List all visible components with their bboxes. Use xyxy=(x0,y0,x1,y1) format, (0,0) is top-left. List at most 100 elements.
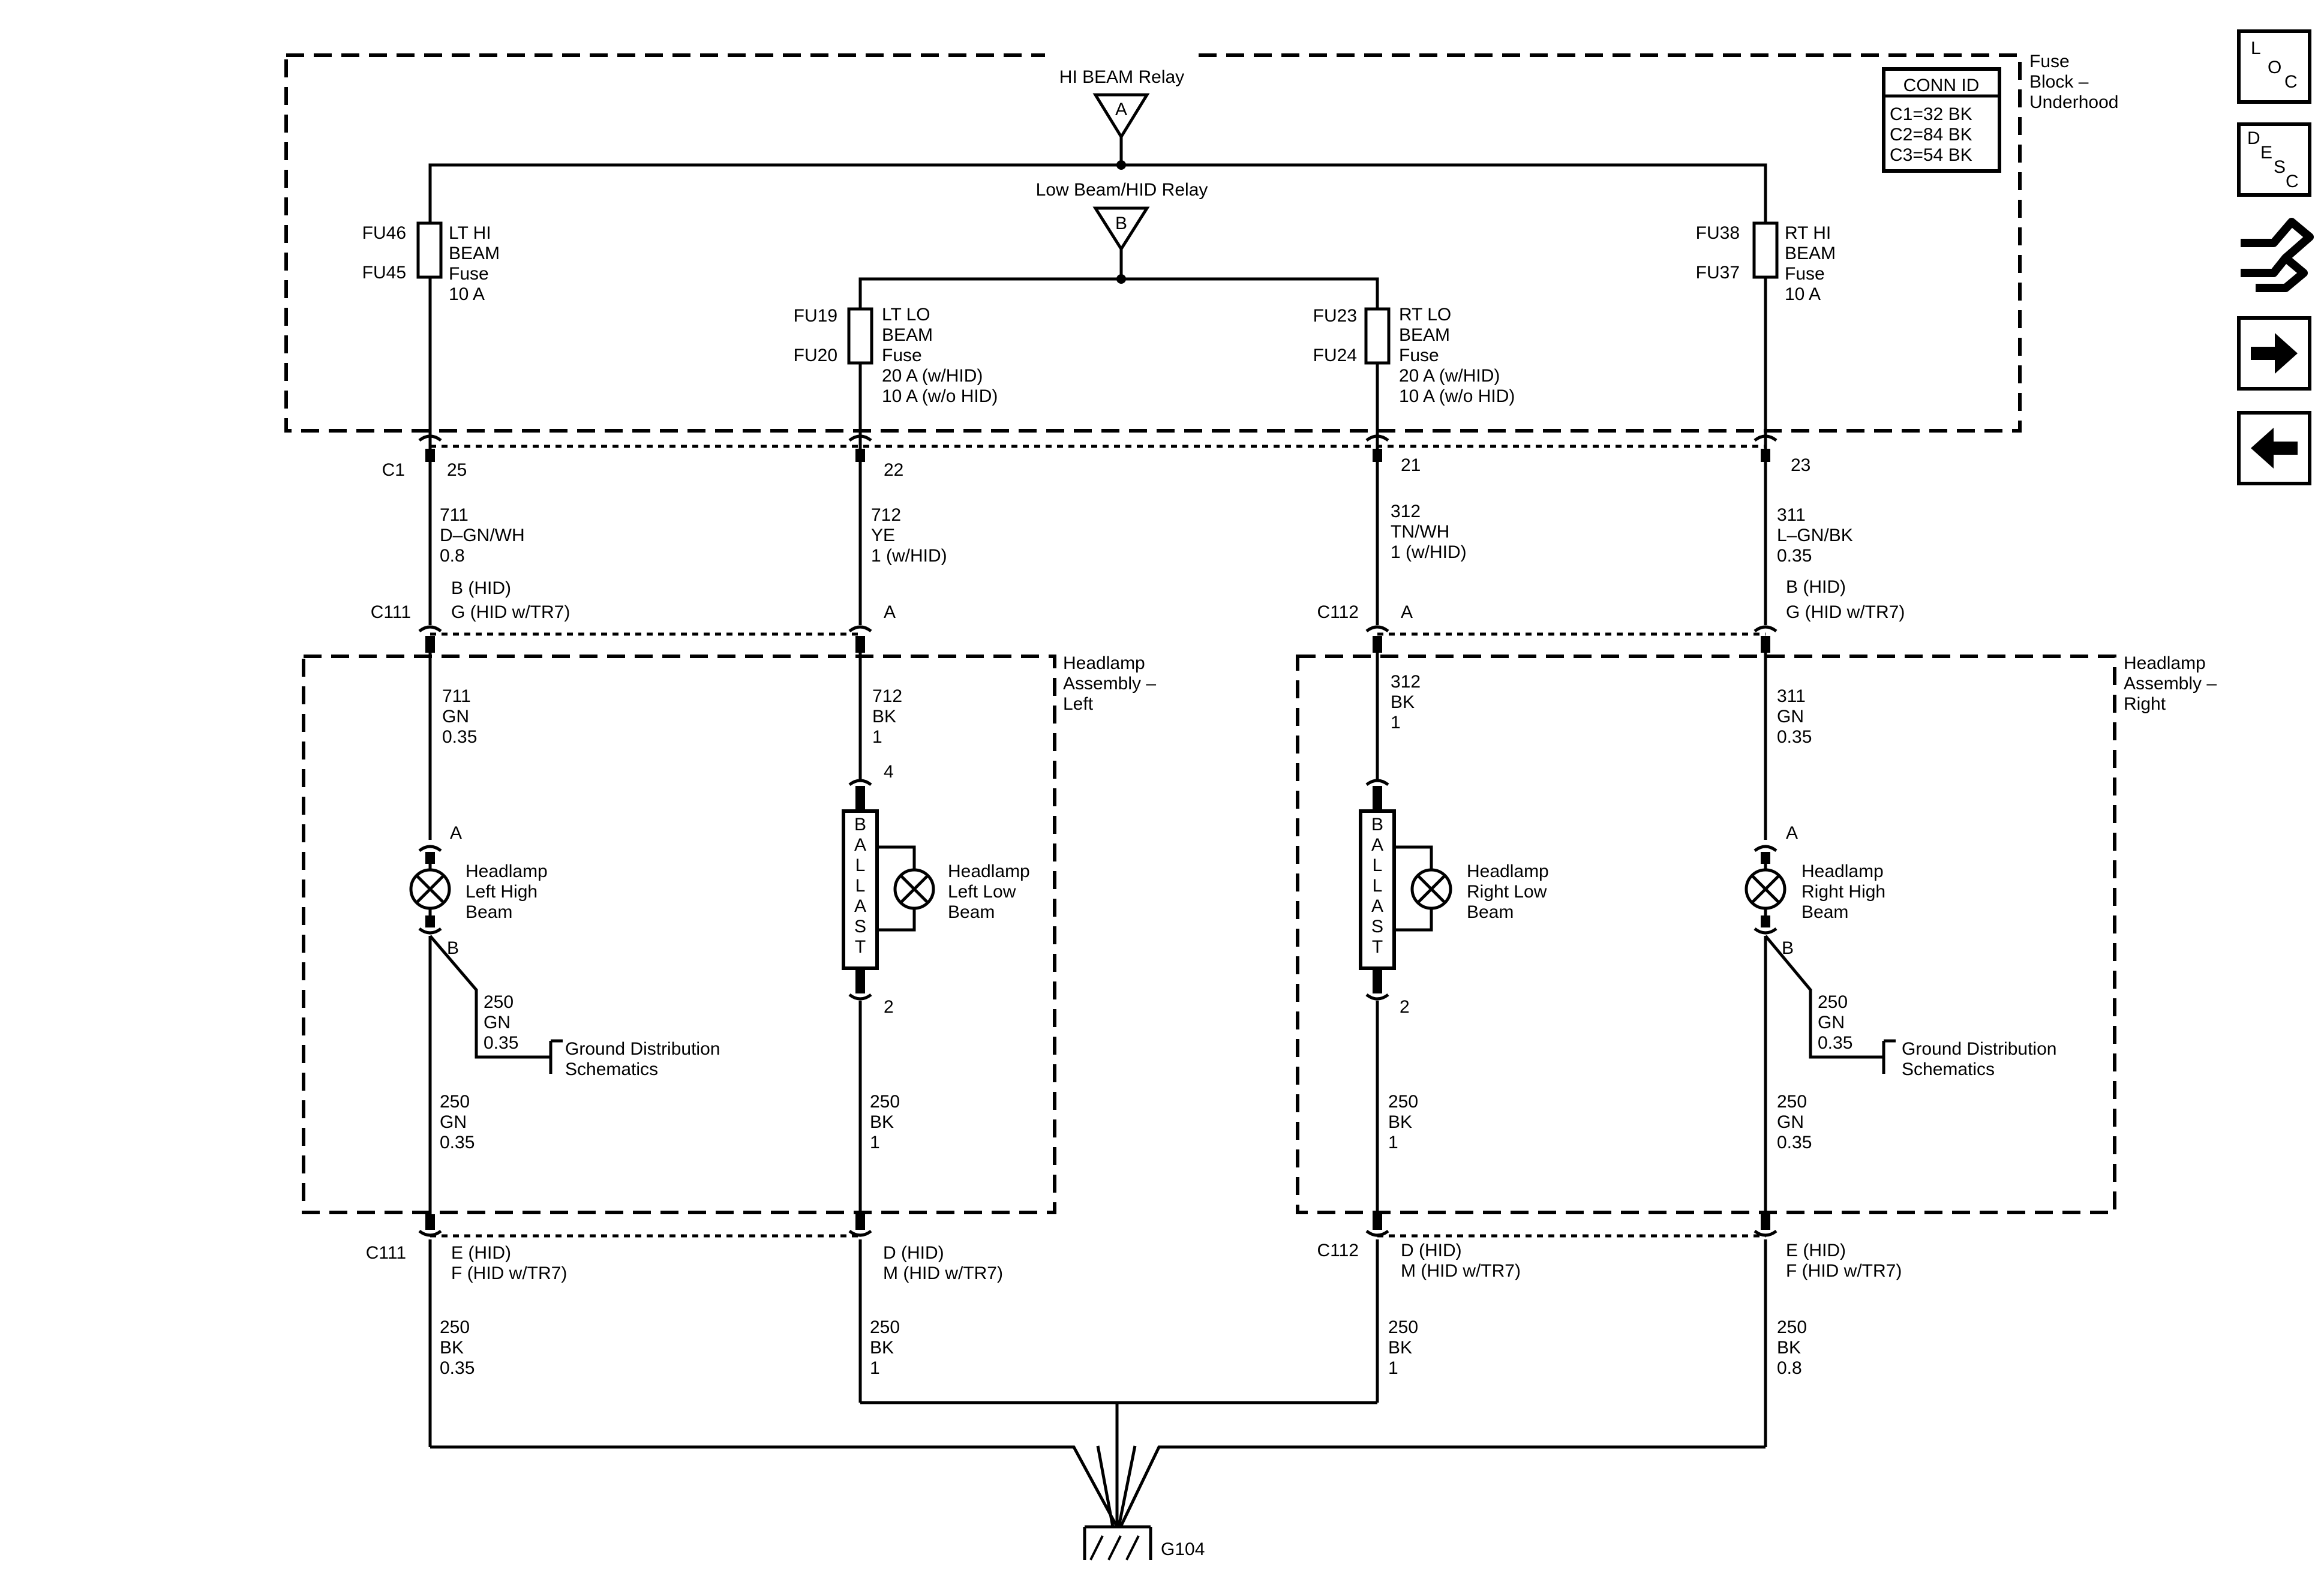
ground-right-target-1: Ground Distribution xyxy=(1902,1039,2056,1059)
wire-gnd-rt-hi-circuit: 250 xyxy=(1777,1317,1807,1337)
fuse-rt-hi: FU38 FU37 RT HI BEAM Fuse 10 A xyxy=(1696,221,1836,304)
fuse-rt-hi-bottom-id: FU37 xyxy=(1696,263,1740,283)
c112-top-pin-rt-hi-1: B (HID) xyxy=(1786,577,1846,597)
hi-beam-relay: HI BEAM Relay A xyxy=(1059,67,1184,170)
connector-c111-top-name: C111 xyxy=(371,602,411,622)
ground-branch-right: 250 GN 0.35 Ground Distribution Schemati… xyxy=(1764,935,2056,1079)
lamp-left-low-name-3: Beam xyxy=(948,902,995,922)
c111-top-pin-lt-hi-2: G (HID w/TR7) xyxy=(451,602,570,622)
assembly-right-label-3: Right xyxy=(2124,694,2166,714)
wire-labels-ground: 250 BK 0.35 250 BK 1 250 BK 1 250 BK 0.8 xyxy=(440,1317,1807,1378)
ground-right-wire-color: GN xyxy=(1818,1013,1845,1032)
ground-left-wire-circuit: 250 xyxy=(484,992,514,1012)
wire-gnd-rt-lo-circuit: 250 xyxy=(1388,1317,1418,1337)
fuse-lt-lo-line-3: Fuse xyxy=(882,346,922,365)
desc-button[interactable]: D E S C xyxy=(2237,122,2311,197)
desc-letter-s: S xyxy=(2274,157,2286,177)
wire-c1-lt-hi-size: 0.8 xyxy=(440,546,465,566)
connector-button[interactable] xyxy=(2241,218,2314,292)
wire-c1-lt-lo-size: 1 (w/HID) xyxy=(871,546,947,566)
ballast-right-letter-2: A xyxy=(1371,835,1383,855)
ground-left-wire-size: 0.35 xyxy=(484,1033,518,1053)
c112-bot-pin-rt-lo-2: M (HID w/TR7) xyxy=(1401,1261,1521,1281)
wire-gnd-lt-hi-size: 0.35 xyxy=(440,1358,475,1378)
lamp-left-high-name-1: Headlamp xyxy=(466,861,548,881)
ballast-left-letter-7: T xyxy=(855,937,866,957)
ballast-left-letter-5: A xyxy=(854,896,866,916)
lamp-left-high-pin-a: A xyxy=(450,823,462,843)
wire-in-lt-lo-circuit: 712 xyxy=(872,686,902,706)
connector-c112-bottom-name: C112 xyxy=(1317,1241,1359,1260)
ground-right-wire-size: 0.35 xyxy=(1818,1033,1852,1053)
ballast-left-letter-1: B xyxy=(854,815,866,834)
lamp-left-high-name-3: Beam xyxy=(466,902,512,922)
headlamp-assembly-left: Headlamp Assembly – Left xyxy=(302,653,1156,1214)
low-beam-relay: Low Beam/HID Relay B xyxy=(1036,180,1208,284)
wire-c1-rt-hi-circuit: 311 xyxy=(1777,505,1806,525)
wire-bot-lt-hi-circuit: 250 xyxy=(440,1092,470,1112)
wire-bot-lt-hi-color: GN xyxy=(440,1112,467,1132)
assembly-right-label-2: Assembly – xyxy=(2124,674,2217,694)
arrow-right-icon xyxy=(2251,333,2298,374)
wire-c1-lt-lo-color: YE xyxy=(871,526,895,545)
hi-beam-relay-pin: A xyxy=(1115,100,1127,119)
fuse-rt-hi-line-2: BEAM xyxy=(1785,244,1836,263)
fuse-lt-hi-line-3: Fuse xyxy=(449,264,489,284)
loc-letter-o: O xyxy=(2268,58,2281,77)
assembly-right-label-1: Headlamp xyxy=(2124,653,2206,673)
lamp-left-low-name-1: Headlamp xyxy=(948,861,1030,881)
wire-in-lt-lo-size: 1 xyxy=(872,727,882,747)
wire-in-rt-lo-color: BK xyxy=(1391,692,1415,712)
fuse-block-label-3: Underhood xyxy=(2029,92,2118,112)
wire-in-rt-hi-size: 0.35 xyxy=(1777,727,1812,747)
ballast-right-letter-7: T xyxy=(1372,937,1383,957)
fuse-rt-hi-line-4: 10 A xyxy=(1785,284,1821,304)
lamp-right-high: A B Headlamp Right High Beam xyxy=(1744,823,1885,958)
fuse-lt-lo-line-1: LT LO xyxy=(882,305,930,325)
ground-g104-label: G104 xyxy=(1161,1539,1205,1559)
wire-bot-lt-lo-circuit: 250 xyxy=(870,1092,900,1112)
ballast-left-letter-3: L xyxy=(855,855,866,875)
fuse-lt-hi-line-1: LT HI xyxy=(449,223,491,243)
fuse-rt-lo: FU23 FU24 RT LO BEAM Fuse 20 A (w/HID) 1… xyxy=(1313,305,1515,406)
ground-left-target-2: Schematics xyxy=(565,1059,658,1079)
ground-wires xyxy=(428,1239,1767,1528)
c111-top-pin-lt-lo: A xyxy=(884,602,896,622)
desc-letter-d: D xyxy=(2247,128,2260,148)
ballast-left-letter-4: L xyxy=(855,876,866,896)
ground-right-target-2: Schematics xyxy=(1902,1059,1995,1079)
wire-in-rt-lo-circuit: 312 xyxy=(1391,672,1421,692)
wire-in-lt-hi-color: GN xyxy=(442,707,469,727)
fuse-rt-lo-line-5: 10 A (w/o HID) xyxy=(1399,386,1515,406)
c112-top-pin-rt-lo: A xyxy=(1401,602,1413,622)
ballast-right-letter-5: A xyxy=(1371,896,1383,916)
fuse-lt-lo-line-5: 10 A (w/o HID) xyxy=(882,386,998,406)
wire-bot-rt-lo-size: 1 xyxy=(1388,1133,1398,1152)
ballast-right-out-pin: 2 xyxy=(1400,997,1410,1017)
lamp-right-low-name-1: Headlamp xyxy=(1467,861,1549,881)
fuse-block-label-2: Block – xyxy=(2029,72,2089,92)
next-page-arrow[interactable] xyxy=(2237,316,2311,391)
lamp-left-high-pin-b: B xyxy=(447,938,459,958)
loc-button[interactable]: L O C xyxy=(2237,29,2311,104)
wire-in-lt-hi-size: 0.35 xyxy=(442,727,477,747)
arrow-left-icon xyxy=(2251,428,2298,469)
wire-bot-lt-hi-size: 0.35 xyxy=(440,1133,475,1152)
wire-labels-inside-top: 711 GN 0.35 712 BK 1 312 BK 1 311 GN 0.3… xyxy=(442,672,1812,747)
previous-page-arrow[interactable] xyxy=(2237,411,2311,485)
fuse-lt-hi-line-4: 10 A xyxy=(449,284,485,304)
conn-id-row-3: C3=54 BK xyxy=(1890,145,1972,165)
ballast-right-letter-4: L xyxy=(1373,876,1383,896)
conn-id-row-1: C1=32 BK xyxy=(1890,104,1972,124)
lamp-left-low-name-2: Left Low xyxy=(948,882,1016,902)
wire-c1-lt-lo-circuit: 712 xyxy=(871,505,901,525)
ballast-right-letter-1: B xyxy=(1371,815,1383,834)
ballast-right: B A L L A S T 2 Headlamp Right Low Beam xyxy=(1359,779,1549,1017)
lamp-right-high-pin-b: B xyxy=(1782,938,1794,958)
fuse-block: Fuse Block – Underhood xyxy=(284,52,2118,433)
c111-bot-pin-lt-lo-2: M (HID w/TR7) xyxy=(883,1263,1003,1283)
wire-in-lt-hi-circuit: 711 xyxy=(442,686,471,706)
fuse-rt-lo-line-1: RT LO xyxy=(1399,305,1451,325)
loc-letter-l: L xyxy=(2251,38,2261,58)
